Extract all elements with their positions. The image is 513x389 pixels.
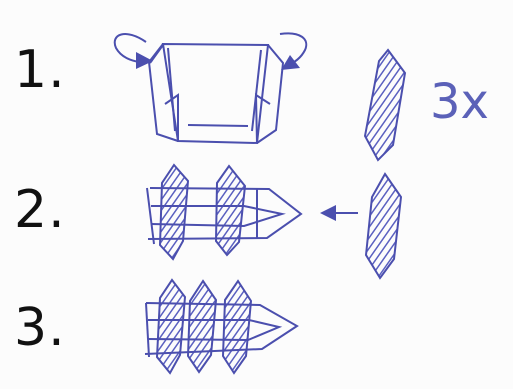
- step-1-folded-box: [149, 44, 283, 143]
- multiplier-text: 3x: [430, 74, 489, 130]
- incoming-prism: [366, 174, 401, 278]
- left-arrow-icon: [320, 205, 358, 221]
- step-3-assembly: [145, 280, 297, 373]
- curved-arrow-left-icon: [115, 34, 153, 69]
- separate-prism: [365, 50, 405, 160]
- curved-arrow-right-icon: [280, 33, 306, 70]
- step-2-assembly: [147, 165, 301, 259]
